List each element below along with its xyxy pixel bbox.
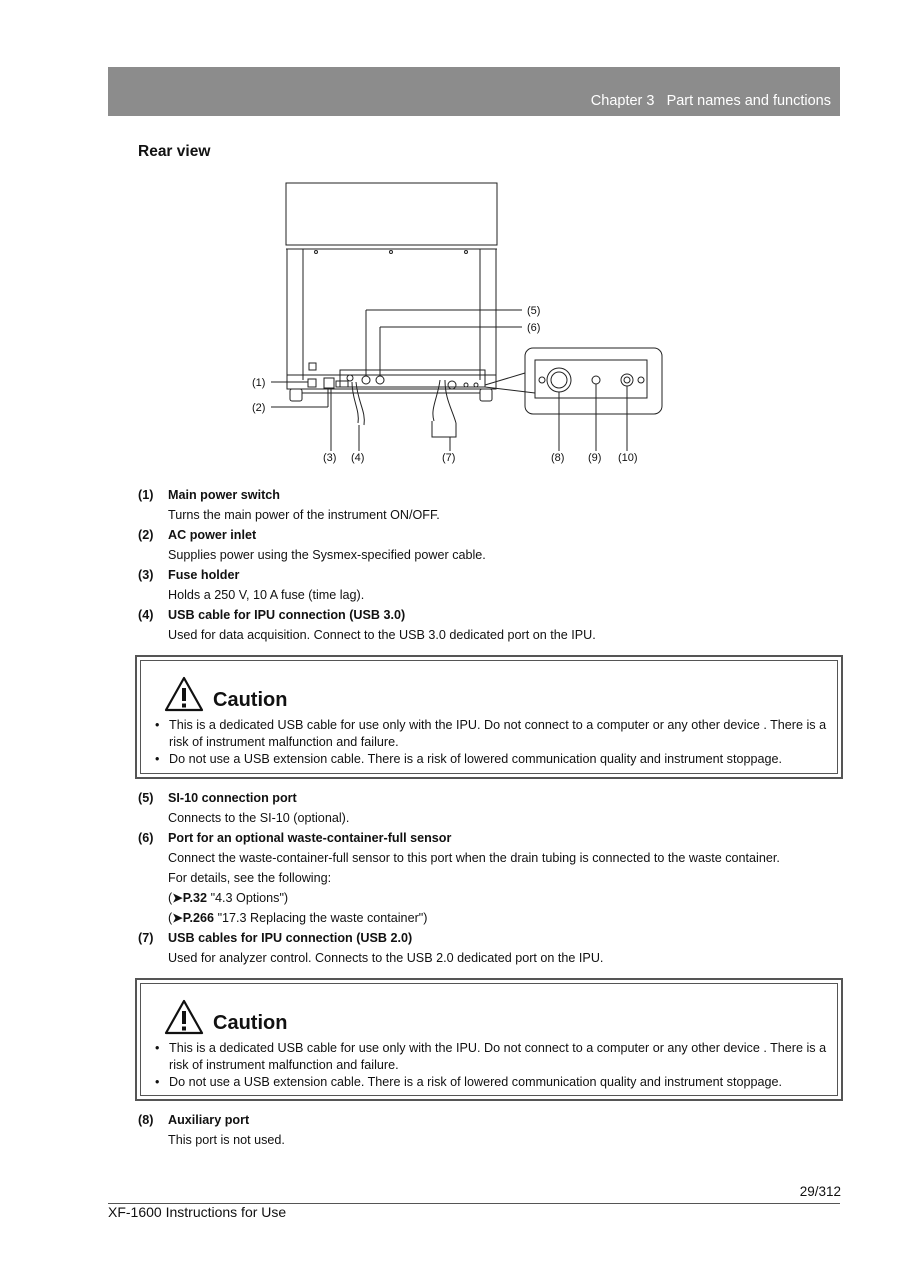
part-description: Holds a 250 V, 10 A fuse (time lag). [168, 588, 365, 602]
section-title: Rear view [138, 143, 211, 160]
callout-1: (1) [252, 377, 265, 389]
chapter-number: Chapter 3 [590, 93, 655, 109]
reference-title: "4.3 Options") [210, 891, 289, 905]
part-description: Used for analyzer control. Connects to t… [168, 951, 604, 965]
rear-view-diagram: (1) (2) (3) (4) (5) (6) (7) (8) (9) (10) [252, 182, 663, 464]
caution-bullet: This is a dedicated USB cable for use on… [155, 717, 845, 751]
chapter-header: Chapter 3 Part names and functions [108, 67, 840, 116]
warning-triangle-icon [164, 999, 204, 1035]
power-switch-shape [307, 378, 317, 388]
part-list-b: (5) SI-10 connection port Connects to th… [138, 788, 848, 968]
caution-title: Caution [213, 1012, 288, 1034]
part-description: Supplies power using the Sysmex-specifie… [168, 548, 486, 562]
caution-list: This is a dedicated USB cable for use on… [155, 717, 845, 768]
part-name: Main power switch [168, 488, 280, 502]
part-number: (8) [138, 1113, 154, 1127]
part-name: Port for an optional waste-container-ful… [168, 831, 452, 845]
port-5-shape [361, 375, 371, 385]
part-description: For details, see the following: [168, 871, 332, 885]
footer-divider [108, 1203, 840, 1204]
reference-page[interactable]: P.32 [182, 891, 208, 905]
port-9-shape [591, 375, 601, 385]
part-item: (3) Fuse holder Holds a 250 V, 10 A fuse… [138, 565, 848, 605]
part-item: (6) Port for an optional waste-container… [138, 828, 848, 928]
connector-panel [339, 369, 486, 388]
caution-box: Caution This is a dedicated USB cable fo… [135, 978, 843, 1101]
part-number: (7) [138, 931, 154, 945]
part-item: (5) SI-10 connection port Connects to th… [138, 788, 848, 828]
document-title: XF-1600 Instructions for Use [108, 1204, 287, 1220]
callout-6: (6) [527, 322, 540, 334]
part-number: (2) [138, 528, 154, 542]
port-6-shape [375, 375, 385, 385]
power-inlet-shape [323, 377, 335, 389]
part-item: (1) Main power switch Turns the main pow… [138, 485, 848, 525]
warning-triangle-icon [164, 676, 204, 712]
callout-10: (10) [618, 452, 638, 464]
part-item: (7) USB cables for IPU connection (USB 2… [138, 928, 848, 968]
part-item: (4) USB cable for IPU connection (USB 3.… [138, 605, 848, 645]
reference-page[interactable]: P.266 [182, 911, 215, 925]
callout-7: (7) [442, 452, 455, 464]
callout-3: (3) [323, 452, 336, 464]
part-name: AC power inlet [168, 528, 257, 542]
callout-4: (4) [351, 452, 364, 464]
part-name: Fuse holder [168, 568, 240, 582]
part-description: Turns the main power of the instrument O… [168, 508, 440, 522]
caution-bullet: Do not use a USB extension cable. There … [155, 751, 845, 768]
part-description: This port is not used. [168, 1133, 285, 1147]
chapter-heading: Chapter 3 Part names and functions [591, 93, 831, 109]
callout-5: (5) [527, 305, 540, 317]
part-description: Connects to the SI-10 (optional). [168, 811, 350, 825]
part-item: (2) AC power inlet Supplies power using … [138, 525, 848, 565]
part-name: USB cables for IPU connection (USB 2.0) [168, 931, 413, 945]
part-name: SI-10 connection port [168, 791, 297, 805]
caution-title: Caution [213, 689, 288, 711]
chapter-title: Part names and functions [666, 93, 831, 109]
page-reference[interactable]: (➤P.266 "17.3 Replacing the waste contai… [168, 911, 428, 925]
part-item: (8) Auxiliary port This port is not used… [138, 1110, 848, 1150]
page-reference[interactable]: (➤P.32 "4.3 Options") [168, 891, 289, 905]
part-name: USB cable for IPU connection (USB 3.0) [168, 608, 406, 622]
callout-8: (8) [551, 452, 564, 464]
callout-2: (2) [252, 402, 265, 414]
callout-9: (9) [588, 452, 601, 464]
page-number: 29/312 [799, 1184, 841, 1199]
caution-box: Caution This is a dedicated USB cable fo… [135, 655, 843, 779]
part-number: (4) [138, 608, 154, 622]
port-10-shape [620, 373, 634, 387]
part-name: Auxiliary port [168, 1113, 250, 1127]
caution-list: This is a dedicated USB cable for use on… [155, 1040, 845, 1091]
part-number: (3) [138, 568, 154, 582]
part-list-a: (1) Main power switch Turns the main pow… [138, 485, 848, 645]
part-description: Connect the waste-container-full sensor … [168, 851, 780, 865]
part-list-c: (8) Auxiliary port This port is not used… [138, 1110, 848, 1150]
caution-bullet: This is a dedicated USB cable for use on… [155, 1040, 845, 1074]
part-number: (6) [138, 831, 154, 845]
part-number: (5) [138, 791, 154, 805]
caution-bullet: Do not use a USB extension cable. There … [155, 1074, 845, 1091]
detail-inset [524, 347, 663, 415]
reference-title: "17.3 Replacing the waste container") [217, 911, 428, 925]
upper-cover [285, 182, 498, 246]
part-number: (1) [138, 488, 154, 502]
part-description: Used for data acquisition. Connect to th… [168, 628, 596, 642]
